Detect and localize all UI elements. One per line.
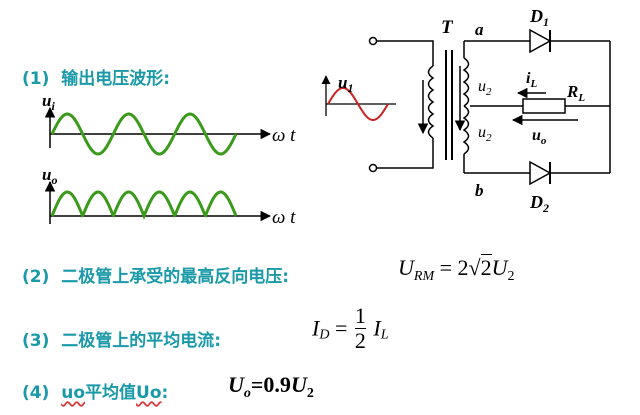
label-T: T (441, 17, 454, 38)
label-u2-top: u2 (478, 78, 492, 98)
label-iL: iL (526, 70, 537, 90)
terminal-bottom (368, 163, 378, 173)
primary-coil (427, 65, 435, 139)
resistor-rl (522, 98, 566, 114)
waveform-plots: ui ω t uo ω t (42, 91, 296, 228)
label-u1: u1 (338, 73, 353, 95)
label-a: a (475, 20, 484, 39)
label-D2: D2 (529, 192, 549, 215)
omega-t-label-2: ω t (272, 207, 296, 228)
item-1-label: (1) 输出电压波形: (22, 69, 171, 89)
item-4-label: (4) uo平均值Uo: (22, 383, 169, 403)
label-uo: uo (532, 127, 547, 147)
item-2-label: (2) 二极管上承受的最高反向电压: (22, 267, 290, 287)
omega-t-label-1: ω t (272, 125, 296, 146)
label-u2-bottom: u2 (478, 124, 492, 144)
secondary-coil-bottom (462, 105, 470, 155)
ui-axis-label: ui (42, 91, 55, 113)
ui-sine-wave (50, 112, 238, 156)
formula-urm: URM = 2√2U2 (398, 254, 515, 284)
rectifier-circuit: T a b u1 u2 u2 iL RL uo D1 D2 (321, 8, 611, 215)
label-RL: RL (566, 82, 585, 104)
uo-rectified-wave (50, 190, 238, 220)
diode-d2 (529, 160, 552, 186)
item-3-label: (3) 二极管上的平均电流: (22, 331, 222, 351)
terminal-top (368, 36, 378, 46)
label-D1: D1 (529, 8, 549, 29)
label-b: b (475, 181, 484, 200)
secondary-coil-top (462, 57, 470, 107)
diode-d1 (529, 28, 552, 54)
uo-axis-label: uo (42, 165, 57, 187)
formula-uo: Uo=0.9U2 (228, 372, 314, 401)
u1-sine (327, 86, 389, 122)
